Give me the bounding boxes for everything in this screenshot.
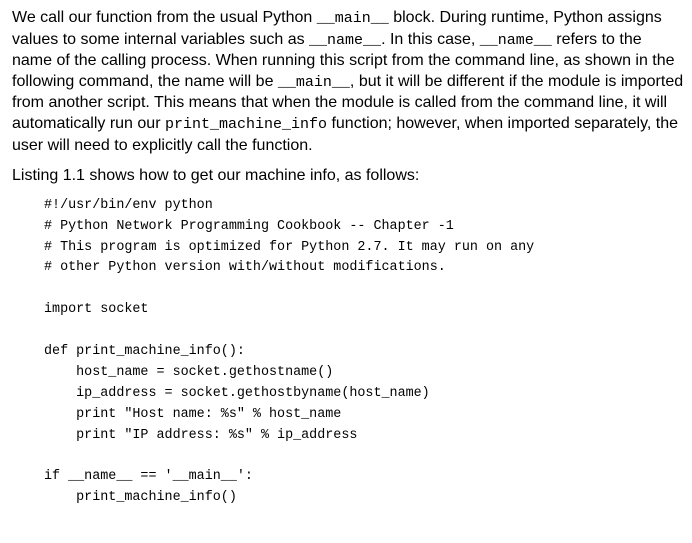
listing-intro-paragraph: Listing 1.1 shows how to get our machine… <box>12 167 420 185</box>
code-line: if __name__ == '__main__': <box>44 469 253 485</box>
inline-code: __name__ <box>479 31 552 49</box>
inline-code: __main__ <box>277 73 350 91</box>
code-line: print_machine_info() <box>44 490 237 506</box>
code-line: print "Host name: %s" % host_name <box>44 406 342 422</box>
inline-code: print_machine_info <box>164 115 327 133</box>
code-line <box>44 321 684 342</box>
inline-code: __name__ <box>309 31 382 49</box>
text-run: We call our function from the usual Pyth… <box>12 9 317 26</box>
code-line: import socket <box>44 302 149 318</box>
inline-code: __main__ <box>316 10 389 27</box>
code-line: # This program is optimized for Python 2… <box>44 239 535 255</box>
text-run: block. During runtime, Python assigns va… <box>12 9 662 48</box>
code-line: # Python Network Programming Cookbook --… <box>44 218 454 234</box>
code-listing: #!/usr/bin/env python # Python Network Pr… <box>44 196 684 509</box>
body-paragraph-main-block: We call our function from the usual Pyth… <box>12 8 684 156</box>
text-run: , but it will be different if the module… <box>12 72 684 132</box>
code-line: print "IP address: %s" % ip_address <box>44 427 358 443</box>
code-line: ip_address = socket.gethostbyname(host_n… <box>44 385 430 401</box>
code-line: # other Python version with/without modi… <box>44 260 446 276</box>
document-page: We call our function from the usual Pyth… <box>12 8 684 509</box>
code-line: def print_machine_info(): <box>44 343 245 359</box>
code-line: #!/usr/bin/env python <box>44 197 213 213</box>
text-run: function; however, when imported separat… <box>12 114 679 154</box>
text-run: refers to the name of the calling proces… <box>12 30 675 90</box>
code-line: host_name = socket.gethostname() <box>44 364 334 380</box>
code-line <box>44 279 684 300</box>
text-run: . In this case, <box>381 30 480 48</box>
code-line <box>44 446 684 467</box>
